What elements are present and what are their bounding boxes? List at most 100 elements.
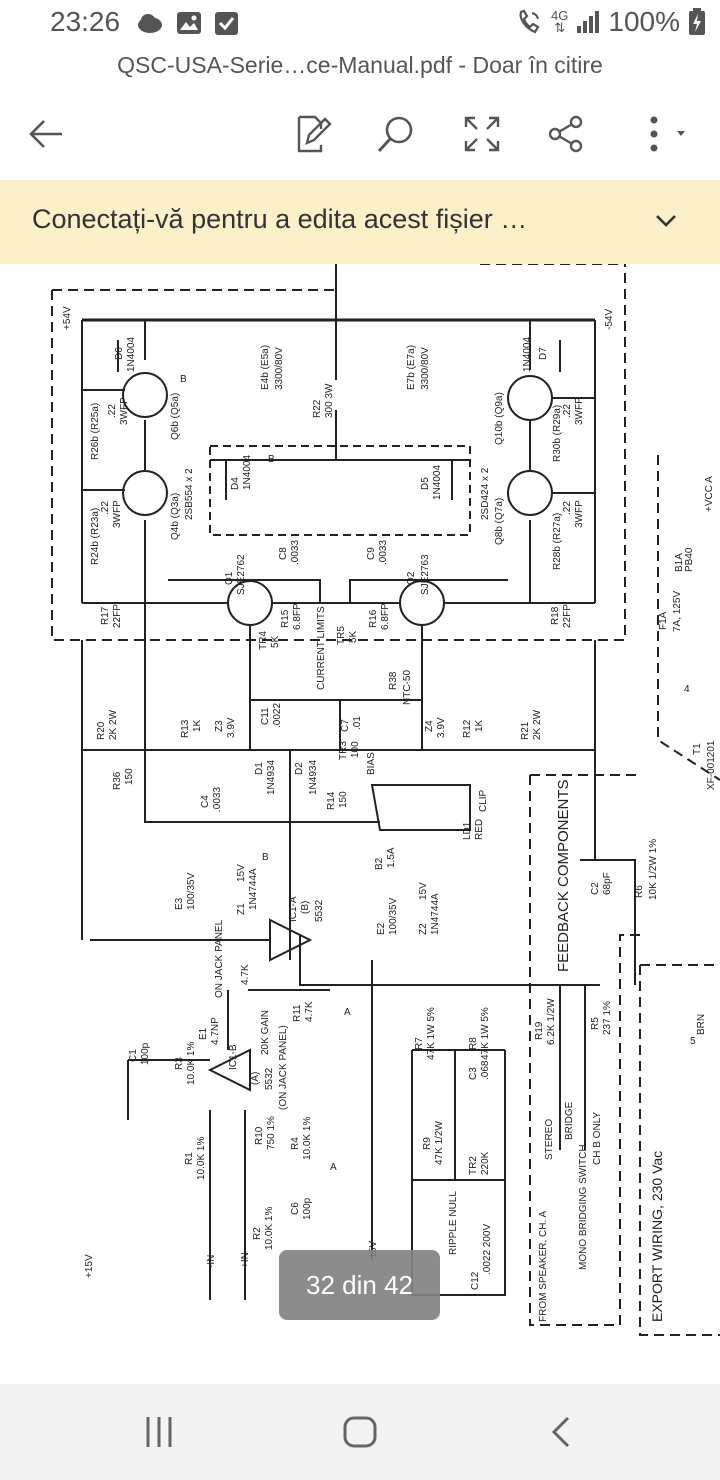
pdf-page-view[interactable]: +54V -54V E4b (E5a) 3300/80V E7b (E7a) 3…: [0, 264, 720, 1384]
label-t1-val: XF-001201: [706, 740, 717, 790]
label-t1: T1: [692, 743, 703, 755]
label-z1-val: 15V: [236, 864, 247, 882]
label-r30b-type: 3WFP: [574, 397, 585, 425]
label-r4-val: 10.0K 1%: [302, 1117, 313, 1160]
label-in-pos: +IN: [240, 1252, 251, 1268]
label-c4-val: .0033: [212, 787, 223, 812]
more-options-button[interactable]: [636, 110, 700, 158]
label-q2-val: SJE2763: [420, 554, 431, 595]
label-mono-switch: MONO BRIDGING SWITCH: [578, 1144, 589, 1270]
label-r30b-val: .22: [562, 404, 573, 418]
label-q1-val: SJE2762: [236, 554, 247, 595]
label-e3-val: 100/35V: [186, 872, 197, 910]
label-tr2: TR2: [468, 1156, 479, 1175]
recents-icon: [146, 1417, 172, 1447]
label-bridge: BRIDGE: [564, 1101, 575, 1140]
sign-in-banner[interactable]: Conectați-vă pentru a edita acest fișier…: [0, 180, 720, 264]
system-back-button[interactable]: [540, 1410, 584, 1454]
label-r20: R20: [96, 721, 107, 740]
signal-icon: [577, 11, 600, 33]
label-z3: Z3: [214, 720, 225, 732]
label-r21-val: 2K 2W: [532, 709, 543, 740]
label-tr3: TR3: [338, 741, 349, 760]
label-z1: Z1: [236, 903, 247, 915]
label-z4-val: 3.9V: [436, 717, 447, 738]
page-indicator: 32 din 42: [279, 1250, 440, 1320]
label-r6: R6: [634, 885, 645, 898]
label-d5: D5: [420, 477, 431, 490]
label-a-tag-1: A: [344, 1007, 351, 1018]
label-r9: R9: [422, 1137, 433, 1150]
label-q8b: Q8b (Q7a): [494, 498, 505, 545]
toolbar: [0, 98, 720, 170]
edit-button[interactable]: [289, 110, 337, 158]
status-time: 23:26: [50, 6, 121, 37]
label-z2-type: 1N4744A: [430, 893, 441, 935]
share-button[interactable]: [542, 110, 590, 158]
label-r12-val: 1K: [474, 719, 485, 732]
label-tr4: TR4: [258, 631, 269, 650]
label-b1a: B1A: [674, 553, 685, 572]
label-c3: C3: [468, 1067, 479, 1080]
label-stereo: STEREO: [544, 1119, 555, 1160]
label-r17: R17: [100, 606, 111, 625]
label-r9-val: 47K 1/2W: [434, 1121, 445, 1165]
label-c12: C12: [470, 1271, 481, 1290]
label-q-npn: 2SD424 x 2: [480, 467, 491, 520]
label-rail-pos: +54V: [62, 306, 73, 330]
label-r14: R14: [326, 791, 337, 810]
label-r8-val: 47K 1W 5%: [480, 1007, 491, 1060]
label-r18: R18: [550, 606, 561, 625]
checkbox-icon: [215, 12, 238, 35]
label-r11-val: 4.7K: [304, 1001, 315, 1022]
label-c7-val: .01: [352, 716, 363, 730]
label-r5-val: 237 1%: [602, 1001, 613, 1035]
document-title: QSC-USA-Serie…ce-Manual.pdf - Doar în ci…: [117, 52, 603, 78]
label-d7: D7: [538, 347, 549, 360]
label-q1: Q1: [224, 571, 235, 585]
label-r6-val: 10K 1/2W 1%: [648, 839, 659, 900]
label-r2: R2: [252, 1227, 263, 1240]
label-c6-val: 100p: [302, 1197, 313, 1220]
label-r1-val: 10.0K 1%: [196, 1137, 207, 1180]
label-brn: BRN: [696, 1014, 707, 1035]
label-c8-val: .0033: [290, 540, 301, 565]
search-icon: [377, 116, 413, 153]
label-b2: B2: [374, 857, 385, 870]
label-from-speaker: FROM SPEAKER, CH. A: [538, 1211, 549, 1322]
label-r1: R1: [184, 1152, 195, 1165]
status-bar: 23:26 4G⇅ 100%: [0, 0, 720, 48]
label-gain: 20K GAIN: [260, 1010, 271, 1055]
label-ld1: LD1: [462, 821, 473, 840]
search-button[interactable]: [372, 110, 420, 158]
wifi-call-icon: [519, 9, 540, 34]
label-r17-val: 22FP: [112, 604, 123, 628]
banner-expand-button[interactable]: [652, 206, 680, 239]
label-d1: D1: [254, 762, 265, 775]
label-on-jack-panel: ON JACK PANEL: [214, 919, 225, 998]
label-r30b: R30b (R29a): [552, 405, 563, 462]
label-tr5-val: 5K: [348, 630, 359, 643]
label-ic1a-b: (B): [300, 901, 311, 914]
label-d7-val: 1N4004: [522, 337, 533, 372]
label-ch-b-only: CH B ONLY: [592, 1112, 603, 1165]
fullscreen-button[interactable]: [458, 110, 506, 158]
label-c11-val: .0022: [272, 703, 283, 728]
label-r21: R21: [520, 721, 531, 740]
home-button[interactable]: [338, 1410, 382, 1454]
recents-button[interactable]: [137, 1410, 181, 1454]
label-r7-val: 47K 1W 5%: [426, 1007, 437, 1060]
label-q4b: Q4b (Q3a): [170, 493, 181, 540]
label-r20-val: 2K 2W: [108, 709, 119, 740]
edit-document-icon: [297, 115, 332, 153]
label-r24b-type: 3WFP: [112, 500, 123, 528]
label-b2-val: 1.5A: [386, 847, 397, 868]
back-button[interactable]: [22, 110, 70, 158]
label-vcc: +VCC A: [704, 476, 715, 512]
label-r14-val: 150: [338, 791, 349, 808]
label-export-wiring: EXPORT WIRING, 230 Vac: [649, 1151, 665, 1322]
label-ld1-val: RED: [474, 819, 485, 840]
label-tr2-val: 220K: [480, 1151, 491, 1175]
label-c9: C9: [366, 547, 377, 560]
label-c7: C7: [340, 719, 351, 732]
